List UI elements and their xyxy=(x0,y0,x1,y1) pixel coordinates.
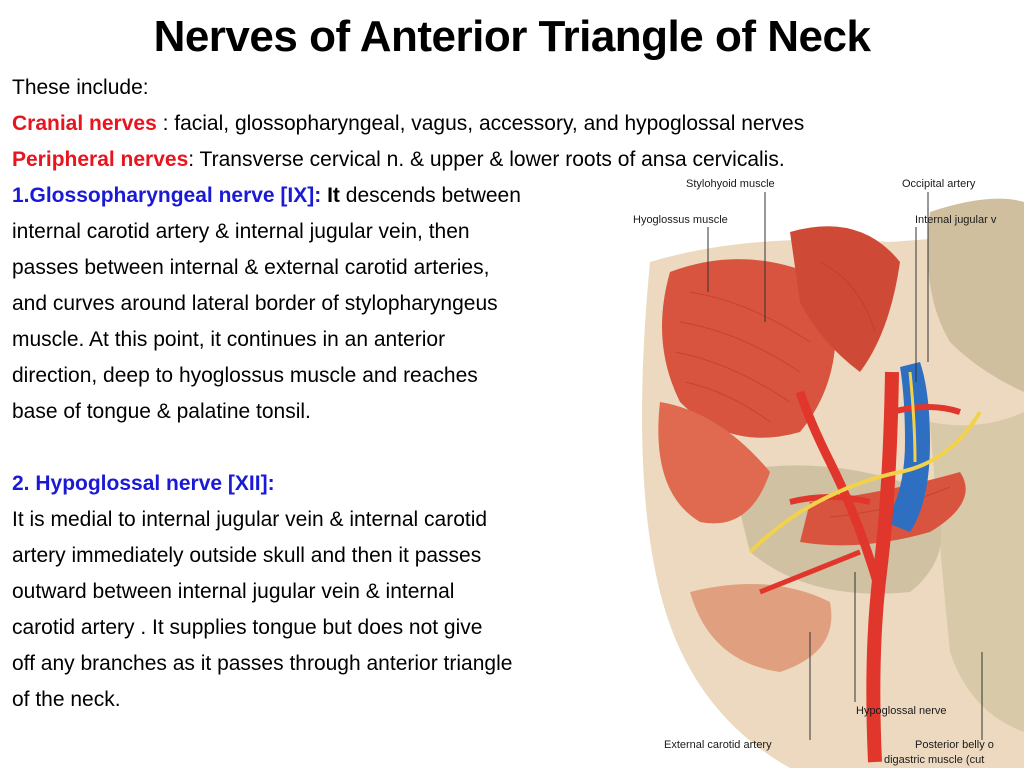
label-occipital-artery: Occipital artery xyxy=(902,178,976,190)
glossopharyngeal-line: descends between xyxy=(339,184,521,207)
label-stylohyoid: Stylohyoid muscle xyxy=(686,178,775,190)
neck-anatomy-figure: Stylohyoid muscle Occipital artery Hyogl… xyxy=(630,172,1024,768)
hypoglossal-heading: 2. Hypoglossal nerve [XII]: xyxy=(12,472,275,495)
glossopharyngeal-line: passes between internal & external carot… xyxy=(12,256,490,279)
cranial-nerves-label: Cranial nerves xyxy=(12,112,157,135)
label-posterior-belly: Posterior belly o xyxy=(915,739,994,751)
label-digastric: digastric muscle (cut xyxy=(884,754,985,766)
hypoglossal-line: off any branches as it passes through an… xyxy=(12,652,513,675)
glossopharyngeal-heading-line: 1.Glossopharyngeal nerve [IX]: It descen… xyxy=(12,178,667,214)
intro-line: These include: xyxy=(12,76,149,99)
glossopharyngeal-heading: 1.Glossopharyngeal nerve [IX]: xyxy=(12,184,322,207)
glossopharyngeal-line: and curves around lateral border of styl… xyxy=(12,292,498,315)
label-internal-jugular-vein: Internal jugular v xyxy=(915,214,997,226)
hypoglossal-line: carotid artery . It supplies tongue but … xyxy=(12,616,483,639)
hypoglossal-line: It is medial to internal jugular vein & … xyxy=(12,508,488,531)
cranial-nerves-line: Cranial nerves : facial, glossopharyngea… xyxy=(12,106,1022,142)
hypoglossal-line: artery immediately outside skull and the… xyxy=(12,544,482,567)
cranial-nerves-text: : facial, glossopharyngeal, vagus, acces… xyxy=(156,112,805,135)
glossopharyngeal-line: muscle. At this point, it continues in a… xyxy=(12,328,446,351)
glossopharyngeal-line: base of tongue & palatine tonsil. xyxy=(12,400,311,423)
slide-title: Nerves of Anterior Triangle of Neck xyxy=(153,12,871,61)
peripheral-nerves-label: Peripheral nerves xyxy=(12,148,189,171)
label-external-carotid: External carotid artery xyxy=(664,739,772,751)
intro-block: These include: Cranial nerves : facial, … xyxy=(12,70,1022,178)
glossopharyngeal-line: internal carotid artery & internal jugul… xyxy=(12,220,470,243)
hypoglossal-line: of the neck. xyxy=(12,688,121,711)
glossopharyngeal-line: direction, deep to hyoglossus muscle and… xyxy=(12,364,478,387)
nerve-descriptions: 1.Glossopharyngeal nerve [IX]: It descen… xyxy=(12,178,667,718)
label-hypoglossal-nerve: Hypoglossal nerve xyxy=(856,705,947,717)
peripheral-nerves-text: : Transverse cervical n. & upper & lower… xyxy=(188,148,785,171)
label-hyoglossus: Hyoglossus muscle xyxy=(633,214,728,226)
hypoglossal-line: outward between internal jugular vein & … xyxy=(12,580,455,603)
anatomy-illustration xyxy=(642,192,1024,768)
glossopharyngeal-it: It xyxy=(321,184,340,207)
peripheral-nerves-line: Peripheral nerves: Transverse cervical n… xyxy=(12,142,1022,178)
